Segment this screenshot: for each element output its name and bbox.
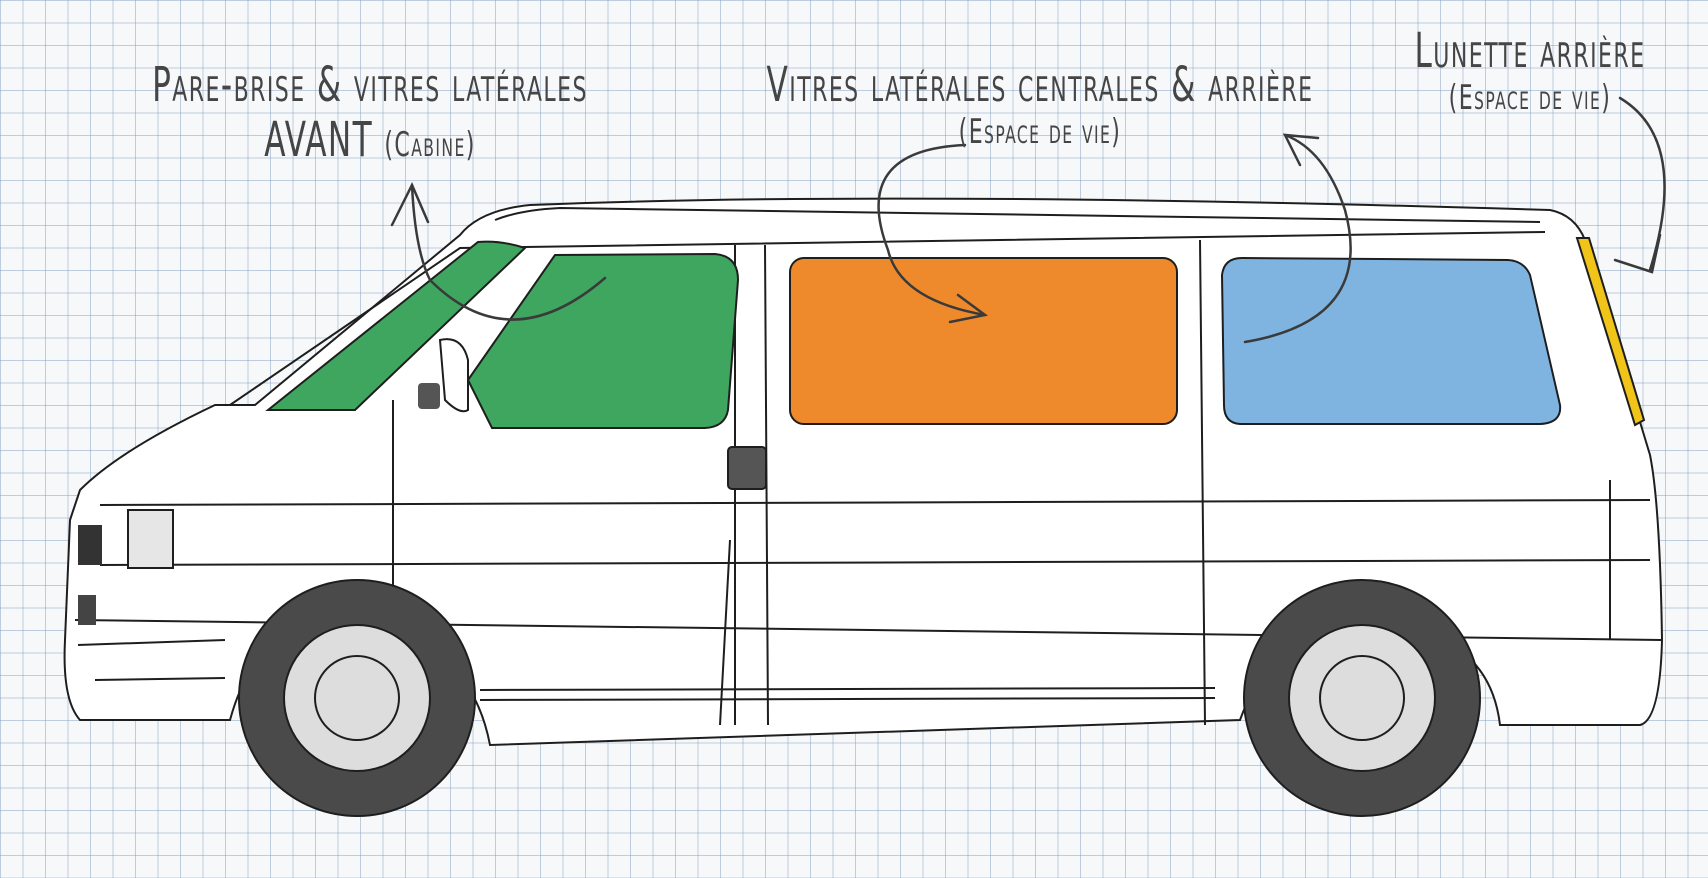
annotation-arrows xyxy=(390,96,1666,344)
label-front-avant: AVANT xyxy=(264,112,374,169)
side-mirror xyxy=(438,338,469,413)
windshield-glass xyxy=(265,240,527,411)
mirror-mount xyxy=(418,383,440,409)
middle-side-window xyxy=(789,257,1178,425)
label-front-note: (Cabine) xyxy=(384,125,476,166)
label-middle-line1: Vitres latérales centrales & arrière xyxy=(766,57,1314,113)
headlight xyxy=(78,509,174,625)
rear-wheel xyxy=(1243,579,1481,817)
front-side-window xyxy=(466,252,740,429)
label-front-line2: AVANT (Cabine) xyxy=(140,113,601,168)
rear-window-glass xyxy=(1575,237,1646,427)
door-handle xyxy=(727,446,767,490)
front-wheel xyxy=(238,579,476,817)
label-middle-line2: (Espace de vie) xyxy=(958,112,1122,153)
label-middle-glass: Vitres latérales centrales & arrière (Es… xyxy=(752,57,1328,153)
label-rear-line2: (Espace de vie) xyxy=(1448,78,1612,119)
label-rear-glass: Lunette arrière (Espace de vie) xyxy=(1393,23,1667,119)
label-front-glass: Pare-brise & vitres latérales AVANT (Cab… xyxy=(140,57,601,168)
rear-side-window xyxy=(1220,256,1562,425)
label-rear-line1: Lunette arrière xyxy=(1414,23,1646,79)
label-front-line1: Pare-brise & vitres latérales xyxy=(152,57,588,113)
